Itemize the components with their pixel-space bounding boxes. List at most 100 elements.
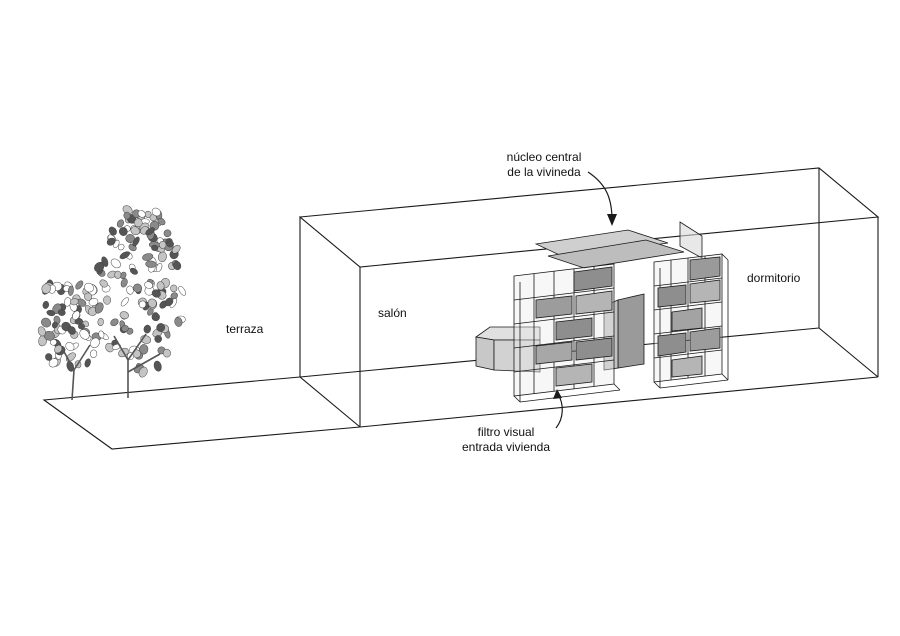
leaf: [157, 251, 167, 263]
leaf: [123, 211, 131, 220]
leaf: [54, 344, 63, 354]
leaf: [153, 360, 162, 372]
leaf: [84, 358, 91, 368]
leaf: [147, 298, 157, 308]
leaf: [94, 302, 104, 314]
tree-trunks: [61, 333, 161, 401]
leaf: [170, 284, 178, 293]
leaf: [145, 227, 155, 236]
label-nucleo: núcleo central de la vivineda: [488, 150, 600, 180]
leaf: [159, 240, 167, 249]
leaf: [138, 366, 148, 378]
leaf: [101, 256, 109, 267]
leaf: [170, 292, 178, 300]
leaf: [41, 317, 52, 328]
leaf: [142, 253, 154, 261]
room-volume: [298, 167, 880, 428]
leaf: [41, 283, 51, 294]
leaf: [143, 324, 151, 334]
leaf: [45, 353, 53, 361]
leaf: [171, 244, 181, 254]
leaf: [163, 229, 172, 238]
left-shelving: [513, 263, 621, 403]
leaf: [132, 236, 140, 247]
leaf: [106, 237, 116, 246]
leaf: [138, 300, 147, 309]
leaf: [98, 330, 105, 339]
leaf: [46, 309, 56, 317]
right-shelving: [653, 253, 729, 389]
central-core: [474, 221, 729, 403]
leaf: [114, 270, 122, 279]
leaf: [139, 344, 149, 355]
leaf: [42, 300, 49, 309]
leaf: [151, 289, 161, 298]
leaf: [84, 292, 93, 301]
leaf: [151, 312, 160, 322]
leaf: [117, 243, 125, 251]
leaf: [79, 329, 90, 340]
leaf: [164, 297, 174, 307]
leaf: [57, 309, 66, 316]
leaf: [134, 218, 143, 228]
leaf: [156, 323, 166, 332]
leaf: [120, 297, 129, 307]
label-filtro: filtro visual entrada vivienda: [446, 425, 566, 455]
leaf: [90, 337, 100, 348]
label-dormitorio: dormitorio: [747, 271, 801, 285]
leaf: [84, 282, 94, 293]
leaf: [72, 310, 81, 320]
leaf: [151, 207, 161, 217]
leaf: [90, 349, 98, 358]
leaf: [51, 321, 58, 329]
leaf: [48, 358, 59, 368]
leaf: [162, 348, 171, 358]
terrace-floor: [42, 376, 361, 450]
leaf: [103, 295, 112, 305]
leaf: [145, 260, 157, 268]
leaf: [151, 244, 159, 251]
tree-foliage: [37, 205, 186, 378]
leaf: [99, 279, 108, 288]
leaf: [65, 342, 75, 352]
leaf: [173, 261, 182, 271]
label-salon: salón: [378, 306, 407, 320]
leaf: [75, 280, 84, 290]
leaf: [129, 267, 138, 275]
leaf: [126, 285, 134, 295]
leaf: [116, 219, 124, 228]
callout-arrow-nucleo: [587, 171, 617, 226]
leaf: [68, 285, 74, 296]
label-nucleo-line2: de la vivineda: [507, 165, 581, 179]
callout-arrow-filtro: [553, 389, 563, 429]
label-terraza: terraza: [226, 322, 264, 336]
leaf: [110, 258, 121, 269]
leaf: [105, 342, 114, 353]
leaf: [130, 226, 140, 236]
leaf: [118, 227, 128, 236]
leaf: [156, 281, 165, 291]
label-filtro-line1: filtro visual: [477, 425, 535, 439]
leaf: [108, 226, 117, 236]
leaf: [174, 317, 183, 327]
leaf: [121, 325, 129, 332]
leaf: [133, 283, 143, 293]
label-nucleo-line1: núcleo central: [506, 150, 582, 164]
leaf: [144, 281, 153, 289]
leaf: [178, 285, 186, 296]
leaf: [97, 318, 104, 326]
leaf: [120, 278, 128, 288]
leaf: [154, 335, 162, 343]
leaf: [37, 326, 46, 337]
leaf: [119, 251, 130, 260]
leaf: [110, 318, 119, 327]
leaf: [155, 262, 163, 273]
leaf: [70, 298, 79, 306]
leaf: [74, 318, 84, 325]
leaf: [137, 210, 146, 218]
label-filtro-line2: entrada vivienda: [461, 440, 551, 454]
leaf: [67, 326, 76, 335]
leaf: [166, 240, 174, 248]
leaf: [119, 311, 129, 320]
